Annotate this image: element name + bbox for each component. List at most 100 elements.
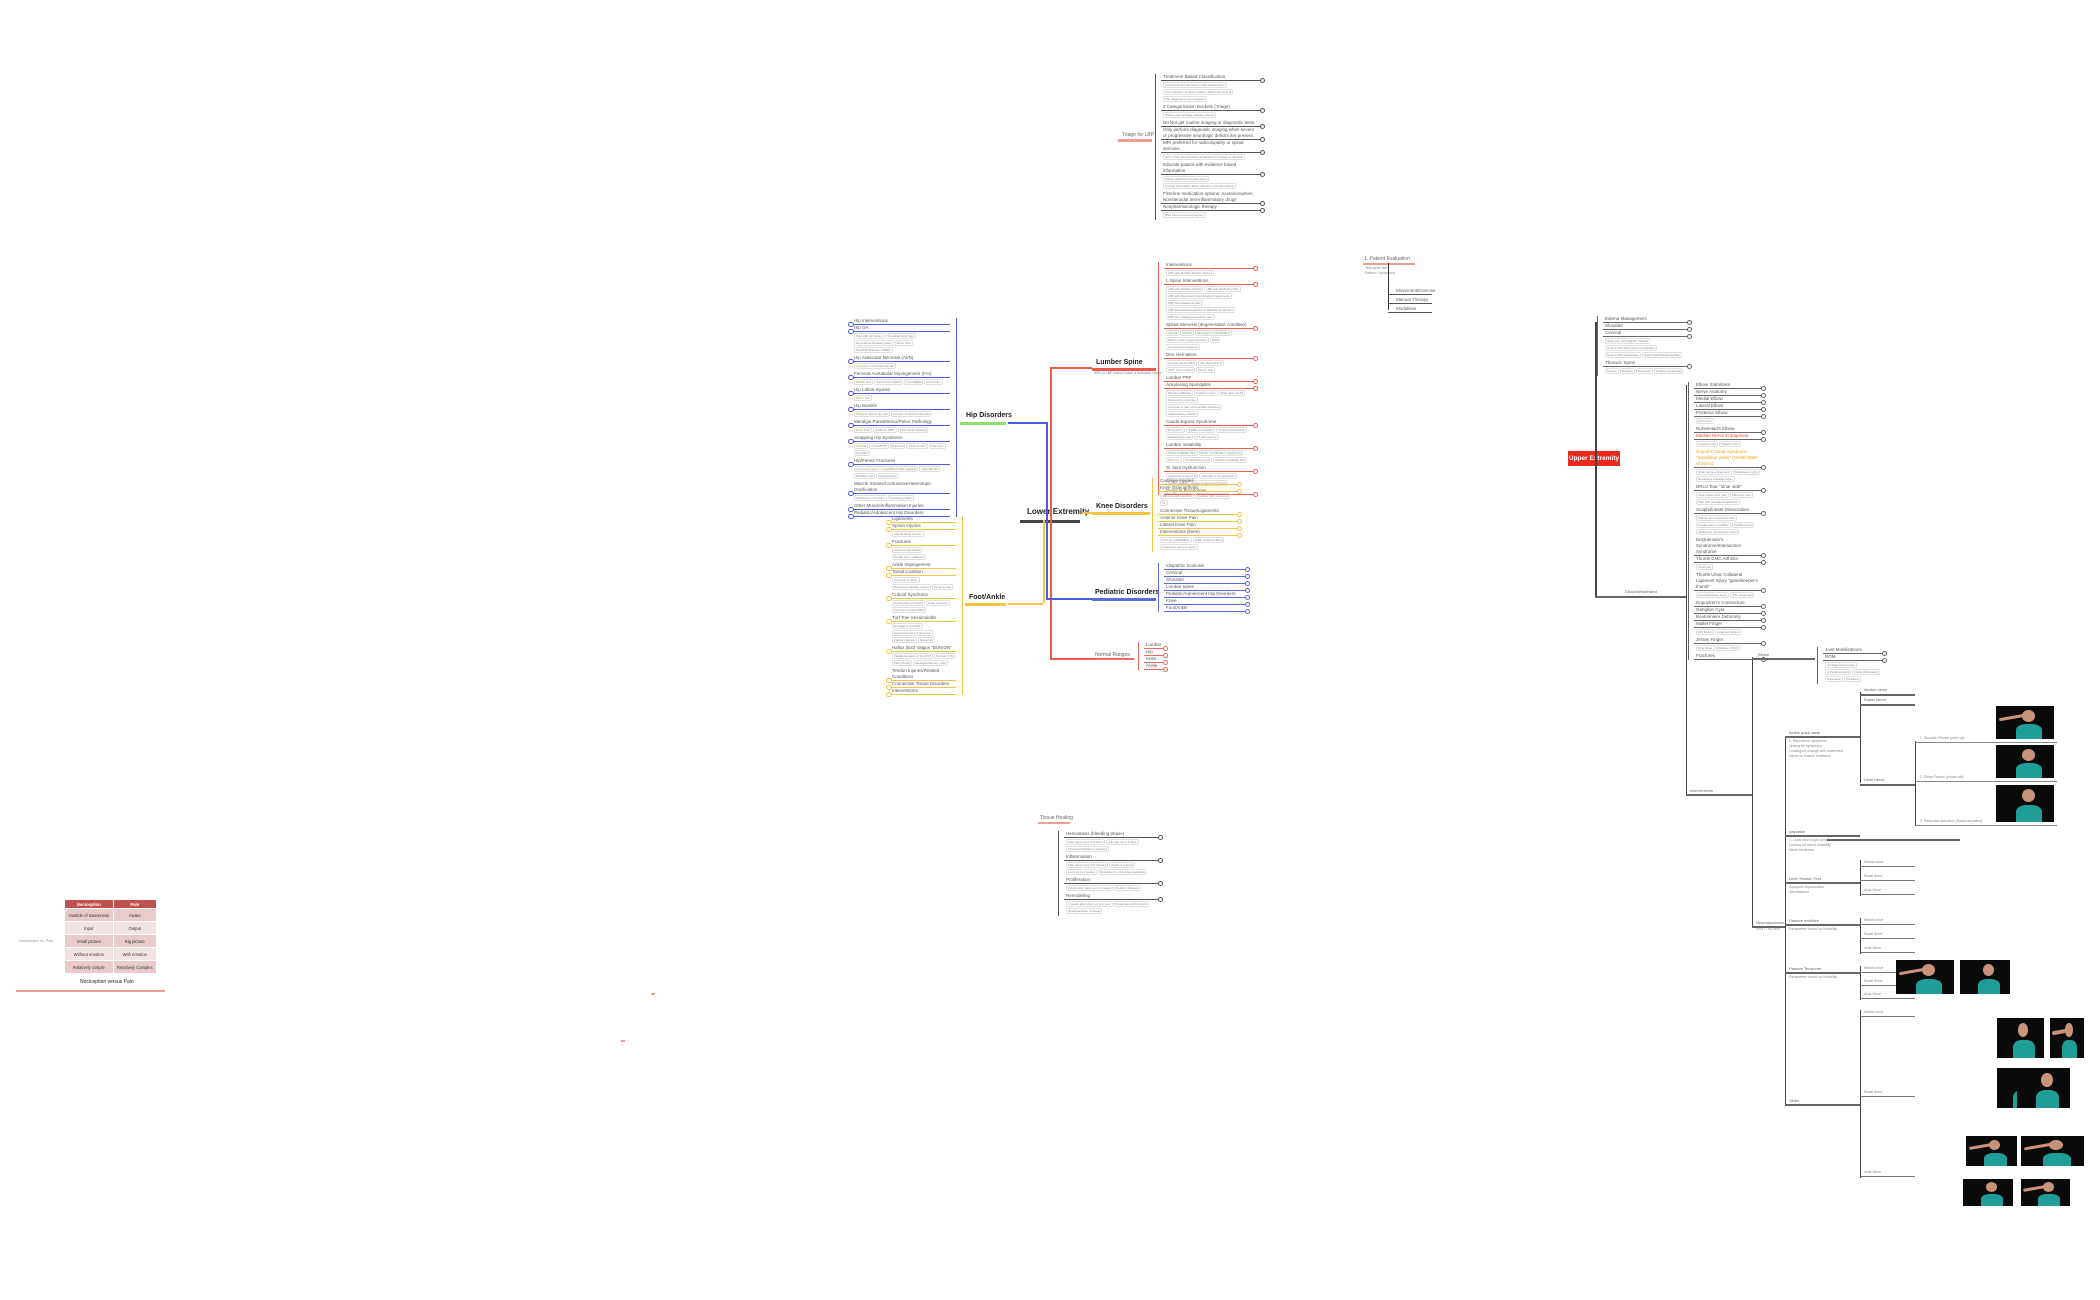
item-title[interactable]: Scapholunate Dissociation (1694, 507, 1766, 516)
item-title[interactable]: Proliferation (1064, 877, 1163, 886)
item-title[interactable]: Knee (1164, 598, 1250, 607)
item-title[interactable]: Posterior Elbow (1694, 410, 1766, 419)
item-title[interactable]: Guyon's Canal Syndrome "handlebar palsy"… (1694, 449, 1766, 470)
item-title[interactable]: Lateral Knee Pain (1158, 522, 1242, 531)
item-title[interactable]: Turf Toe/ Sesamoiditis (886, 615, 956, 624)
item-title[interactable]: Medial Elbow (1694, 396, 1766, 405)
item-title[interactable]: Inflammation (1064, 854, 1163, 863)
item-title[interactable]: Elbow Stabilizers (1694, 382, 1766, 391)
item-title[interactable]: Hip/Femur Fractures (848, 458, 950, 467)
neurodynamics-node[interactable]: Neurodynamics (1756, 920, 1784, 925)
passive-mobilize-node[interactable]: Passive mobilize (1789, 918, 1819, 923)
item-title[interactable]: Hip Labral Injuries (848, 387, 950, 396)
nerve-label[interactable]: Radial Nerve (1864, 1090, 1883, 1094)
active-quick-tests-node[interactable]: Active quick tests (1789, 730, 1820, 735)
slider-node[interactable]: Slider (1789, 1098, 1800, 1103)
item-title[interactable]: Interventions (knee) (1158, 529, 1242, 538)
item-title[interactable]: Joint Mobilizations (1823, 647, 1887, 656)
patient-eval-child[interactable]: Manual Therapy (1396, 297, 1429, 302)
item-title[interactable]: Hip Bursitis (848, 403, 950, 412)
item-title[interactable]: Thumb Ulnar Collateral Ligament Injury "… (1694, 572, 1766, 593)
nerve-label[interactable]: Radial Nerve (1864, 932, 1883, 936)
item-title[interactable]: Educate patient with evidence based info… (1161, 162, 1265, 177)
nerve-label[interactable]: Median nerve (1864, 966, 1884, 970)
item-title[interactable]: Ligaments (886, 516, 956, 525)
item-title[interactable]: Shoulder (1164, 577, 1250, 586)
item-title[interactable]: Tarsal Coalition (886, 569, 956, 578)
item-title[interactable]: Nursemaid's Elbow (1694, 426, 1766, 435)
item-title[interactable]: Hip Avascular Necrosis (AVN) (848, 355, 950, 364)
nerve-label[interactable]: Radial Nerve (1864, 979, 1883, 983)
patient-eval-child[interactable]: Movement/Exercise (1396, 288, 1436, 293)
item-title[interactable]: Knee Osteoarthritis (1158, 485, 1242, 494)
item-title[interactable]: Knee (1144, 656, 1168, 665)
item-title[interactable]: DRUJ Tear "ulnar side" (1694, 484, 1766, 493)
item-title[interactable]: Connective Tissue Disorders (886, 681, 956, 690)
item-title[interactable]: Pediatric/Adolescent Hip Disorders (848, 510, 950, 519)
item-title[interactable]: Jersey Finger (1694, 637, 1766, 646)
nerve-label[interactable]: Median nerve (1864, 1010, 1884, 1014)
item-title[interactable]: Other Muscle/Inflammation Injuries (848, 503, 950, 512)
item-title[interactable]: Ankle (1144, 663, 1168, 672)
pediatric-disorders-node[interactable]: Pediatric Disorders (1095, 589, 1160, 596)
item-title[interactable]: Hallux (Ext) Valgus "BUNION" (886, 645, 956, 654)
patient-eval-child[interactable]: Modalities (1396, 306, 1417, 311)
item-title[interactable]: Treatment Based Classification (1161, 74, 1265, 83)
item-title[interactable]: Ankylosing Spondylitis (1164, 382, 1258, 391)
item-title[interactable]: Snapping Hip Syndrome (848, 435, 950, 444)
ulnar-nerve-label[interactable]: Ulnar Nerve (1864, 778, 1885, 782)
radial-nerve-label[interactable]: Radial Nerve (1864, 698, 1886, 702)
item-title[interactable]: ROM (1823, 654, 1887, 663)
item-title[interactable]: Boutonniere Deformity (1694, 614, 1766, 623)
central-node[interactable]: Lower Extremity (1027, 507, 1090, 516)
nerve-label[interactable]: Ulnar Nerve (1864, 1170, 1882, 1174)
item-title[interactable]: SI Joint Dysfunction (1164, 465, 1258, 474)
item-title[interactable]: Spinal Stenosis (degenerative condition) (1164, 322, 1258, 331)
nerve-label[interactable]: Median nerve (1864, 860, 1884, 864)
item-title[interactable]: Muscle Strains/Contusions/Heterotopic Os… (848, 481, 950, 496)
item-title[interactable]: Cervical (1164, 570, 1250, 579)
normal-ranges-node[interactable]: Normal Ranges (1095, 652, 1130, 658)
item-title[interactable]: Cartilage Injuries (1158, 478, 1242, 487)
item-title[interactable]: 3 Categorization Buckets (Triage) (1161, 104, 1265, 113)
item-title[interactable]: Thoracic Spine (1603, 360, 1692, 369)
item-title[interactable]: Fractures (886, 539, 956, 548)
item-title[interactable]: Cauda Equina Syndrome (1164, 419, 1258, 428)
item-title[interactable]: Interventions (1164, 262, 1258, 271)
passive-tensioner-node[interactable]: Passive Tensioner (1789, 966, 1822, 971)
item-title[interactable]: Cervical (1603, 330, 1692, 339)
item-title[interactable]: Only perform diagnostic imaging when sev… (1161, 127, 1265, 142)
elbow-node[interactable]: Elbow (1758, 652, 1769, 657)
nerve-label[interactable]: Ulnar Nerve (1864, 946, 1882, 950)
nerve-label[interactable]: Ulnar Nerve (1864, 888, 1882, 892)
item-title[interactable]: Nerve Anatomy (1694, 389, 1766, 398)
tissue-healing-node[interactable]: Tissue Healing (1040, 815, 1073, 821)
item-title[interactable]: Ankle Impingement (886, 562, 956, 571)
palpation-node[interactable]: palpation (1789, 829, 1806, 834)
nerve-label[interactable]: Radial Nerve (1864, 874, 1883, 878)
item-title[interactable]: Cuboid Syndrome (886, 592, 956, 601)
hip-disorders-node[interactable]: Hip Disorders (966, 412, 1012, 419)
item-title[interactable]: Hemostasis (bleeding phase) (1064, 831, 1163, 840)
item-title[interactable]: Disc Herniation (1164, 352, 1258, 361)
limb-tension-test-node[interactable]: Limb Tension Test (1789, 876, 1821, 881)
knee-disorders-node[interactable]: Knee Disorders (1096, 503, 1148, 510)
upper-extremity-node[interactable]: Upper Extremity (1568, 451, 1620, 466)
lumbar-spine-node[interactable]: Lumber Spine (1096, 359, 1143, 366)
item-title[interactable]: Surgical Procedures (1164, 488, 1258, 497)
item-title[interactable]: Femoral Acetabular Impingement (FAI) (848, 371, 950, 380)
item-title[interactable]: Ganglion Cyst (1694, 607, 1766, 616)
item-title[interactable]: Sprain Injuries (886, 523, 956, 532)
triage-node[interactable]: Triage for LBP (1122, 132, 1155, 138)
nerve-label[interactable]: Median nerve (1864, 918, 1884, 922)
interventions-node[interactable]: Interventions (1690, 788, 1713, 793)
item-title[interactable]: Lateral Elbow (1694, 403, 1766, 412)
elbow-wrist-hand-node[interactable]: Elbow/Wrist/Hand (1625, 589, 1657, 594)
nerve-label[interactable]: Ulnar Nerve (1864, 992, 1882, 996)
item-title[interactable]: Foot/Ankle (1164, 605, 1250, 614)
item-title[interactable]: Do Not get routine imaging or diagnostic… (1161, 120, 1265, 129)
foot-ankle-node[interactable]: Foot/Ankle (969, 594, 1006, 601)
item-title[interactable]: First-line medication options: Acetamino… (1161, 191, 1265, 206)
item-title[interactable]: Remodeling (1064, 893, 1163, 902)
item-title[interactable]: L-Spine Interventions (1164, 278, 1258, 287)
